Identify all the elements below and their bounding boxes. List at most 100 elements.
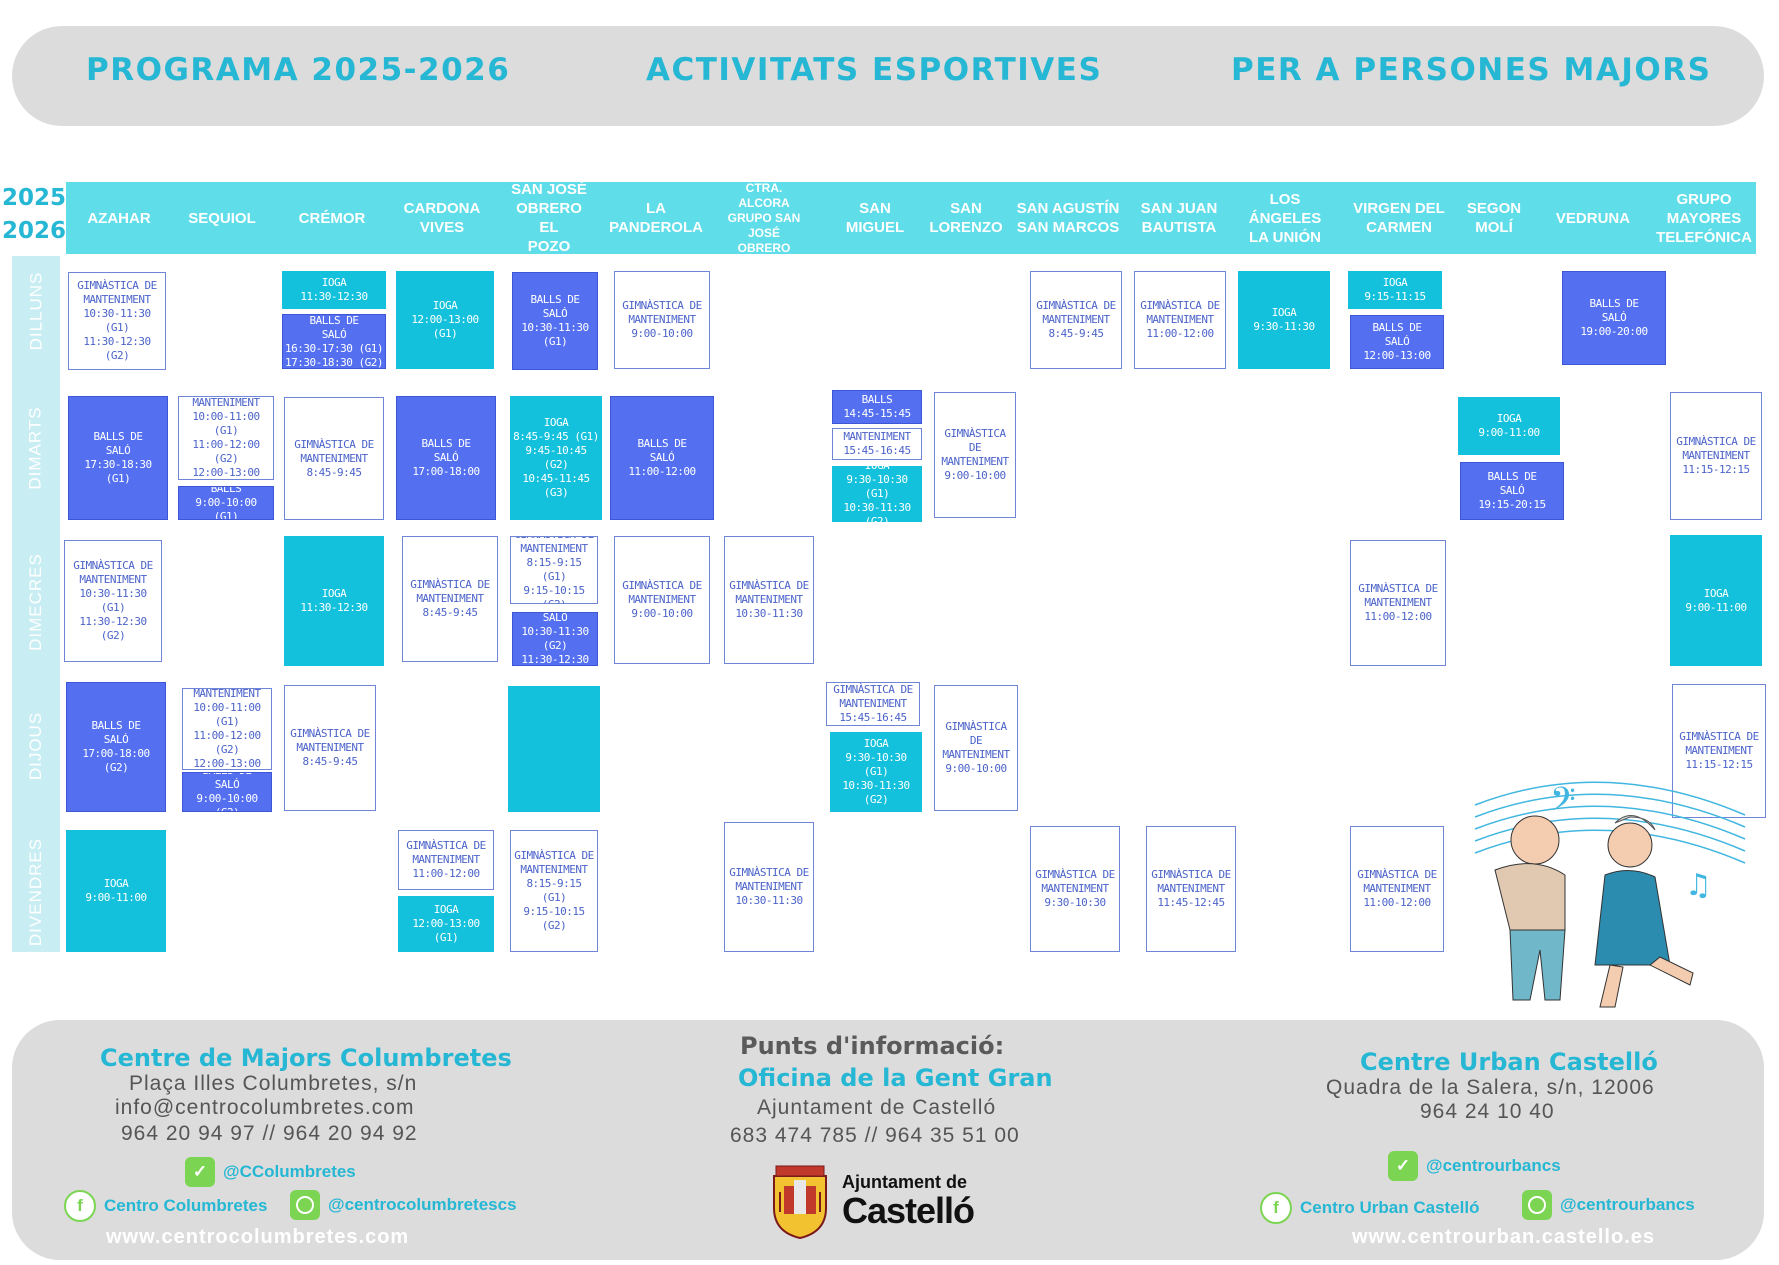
gimnastica-activity: GIMNÀSTICA DE MANTENIMENT 10:30-11:30 — [724, 536, 814, 664]
gimnastica-activity: GIMNÀSTICA DE MANTENIMENT 11:00-12:00 — [1350, 826, 1444, 952]
gimnastica-activity: GIMNÀSTICA DE MANTENIMENT 15:45-16:45 — [826, 682, 920, 726]
gimnastica-activity: GIMNÀSTICA DE MANTENIMENT 8:45-9:45 — [1030, 271, 1122, 369]
column-header: AZAHAR — [87, 209, 151, 227]
gimnastica-activity: GIMNÀSTICA DE MANTENIMENT 11:45-12:45 — [1146, 826, 1236, 952]
facebook-icon: f — [1260, 1192, 1292, 1224]
gimnastica-activity: GIMNÀSTICA DE MANTENIMENT 8:45-9:45 — [284, 685, 376, 811]
column-header: VIRGEN DEL CARMEN — [1353, 200, 1445, 236]
gimnastica-activity: GIMNÀSTICA DE MANTENIMENT 10:30-11:30 (G… — [68, 272, 166, 370]
gent-gran-office-title: Oficina de la Gent Gran — [738, 1064, 1053, 1092]
columbretes-instagram[interactable]: @centrocolumbretescs — [290, 1190, 517, 1220]
balls-activity: BALLS 14:45-15:45 — [832, 390, 922, 424]
column-header: SAN MIGUEL — [845, 200, 905, 236]
balls-activity: BALLS DE SALÓ 10:30-11:30 (G2) 11:30-12:… — [512, 612, 598, 666]
ioga-activity — [508, 686, 600, 812]
column-header: SAN AGUSTÍN SAN MARCOS — [1016, 200, 1120, 236]
column-header: SAN JUAN BAUTISTA — [1140, 200, 1218, 236]
column-header: CARDONA VIVES — [403, 200, 481, 236]
urban-facebook-name: Centro Urban Castelló — [1300, 1198, 1480, 1217]
columbretes-twitter-handle: @CColumbretes — [223, 1162, 356, 1181]
columbretes-website[interactable]: www.centrocolumbretes.com — [106, 1226, 410, 1248]
ioga-activity: IOGA 9:00-11:00 — [1458, 397, 1560, 455]
gimnastica-activity: GIMNÀSTICA DE MANTENIMENT 9:00-10:00 — [614, 271, 710, 369]
columbretes-instagram-handle: @centrocolumbretescs — [328, 1195, 517, 1214]
instagram-icon — [290, 1190, 320, 1220]
urban-facebook[interactable]: f Centro Urban Castelló — [1260, 1192, 1479, 1224]
day-label: DIJOUS — [12, 676, 60, 816]
gimnastica-activity: GIMNÀSTICA DE MANTENIMENT 10:00-11:00 (G… — [182, 688, 272, 770]
day-label-text: DIJOUS — [26, 711, 45, 781]
gimnastica-activity: GIMNÀSTICA DE MANTENIMENT 9:30-10:30 — [1030, 826, 1120, 952]
day-label-text: DIMECRES — [26, 553, 46, 651]
day-label: DIMECRES — [12, 532, 60, 672]
gimnastica-activity: GIMNÀSTICA DE MANTENIMENT 9:00-10:00 — [614, 536, 710, 664]
day-label-text: DIVENDRES — [26, 837, 45, 947]
gimnastica-activity: GIMNÀSTICA DE MANTENIMENT 11:00-12:00 — [1134, 271, 1226, 369]
header-banner: PROGRAMA 2025-2026 ACTIVITATS ESPORTIVES… — [12, 26, 1764, 126]
year-label: 2025 2026 — [2, 182, 67, 252]
balls-activity: BALLS DE SALÓ 16:30-17:30 (G1) 17:30-18:… — [282, 314, 386, 369]
balls-activity: BALLS DE SALÓ 17:00-18:00 — [396, 396, 496, 520]
column-header: SAN JOSÉ OBRERO EL POZO — [511, 181, 587, 255]
instagram-icon — [1522, 1190, 1552, 1220]
column-header: SEGON MOLÍ — [1466, 200, 1522, 236]
ioga-activity: IOGA 11:30-12:30 — [282, 271, 386, 309]
gimnastica-activity: GIMNÀSTICA DE MANTENIMENT 9:00-10:00 — [934, 392, 1016, 518]
gimnastica-activity: GIMNÀSTICA DE MANTENIMENT 11:15-12:15 — [1670, 392, 1762, 520]
balls-activity: BALLS DE SALÓ 9:00-10:00 (G2) — [182, 772, 272, 812]
column-header: LOS ÁNGELES LA UNIÓN — [1248, 190, 1322, 246]
urban-instagram[interactable]: @centrourbancs — [1522, 1190, 1695, 1220]
columbretes-address: Plaça Illes Columbretes, s/n — [129, 1072, 418, 1095]
ajuntament-name: Ajuntament de Castelló — [757, 1096, 997, 1119]
gimnastica-activity: GIMNÀSTICA DE MANTENIMENT 8:15-9:15 (G1)… — [510, 536, 598, 604]
urban-twitter-handle: @centrourbancs — [1426, 1156, 1561, 1175]
year-top: 2025 — [2, 185, 67, 211]
footer-panel — [12, 1020, 1764, 1260]
gimnastica-activity: GIMNÀSTICA DE MANTENIMENT 10:00-11:00 (G… — [178, 396, 274, 480]
ioga-activity: IOGA 9:30-11:30 — [1238, 271, 1330, 369]
ioga-activity: IOGA 9:15-11:15 — [1348, 271, 1442, 309]
info-points-heading: Punts d'informació: — [740, 1032, 1005, 1060]
ioga-activity: IOGA 9:30-10:30 (G1) 10:30-11:30 (G2) — [832, 466, 922, 522]
urban-title: Centre Urban Castelló — [1360, 1048, 1658, 1076]
urban-twitter[interactable]: ✓ @centrourbancs — [1388, 1151, 1561, 1181]
day-label: DILLUNS — [12, 258, 60, 364]
ajuntament-logo-small: Ajuntament de — [842, 1172, 968, 1192]
balls-activity: BALLS DE SALÓ 19:00-20:00 — [1562, 271, 1666, 365]
ioga-activity: IOGA 12:00-13:00 (G1) — [396, 271, 494, 369]
gimnastica-activity: GIMNÀSTICA DE MANTENIMENT 8:45-9:45 — [402, 536, 498, 662]
svg-text:♫: ♫ — [1685, 868, 1712, 903]
audience-title: PER A PERSONES MAJORS — [1231, 52, 1712, 88]
column-header: CRÉMOR — [298, 209, 366, 227]
gimnastica-activity: GIMNÀSTICA DE MANTENIMENT 10:30-11:30 (G… — [64, 540, 162, 662]
facebook-icon: f — [64, 1190, 96, 1222]
ioga-activity: IOGA 11:30-12:30 — [284, 536, 384, 666]
ioga-activity: IOGA 9:00-11:00 — [66, 830, 166, 952]
column-header: LA PANDEROLA — [609, 200, 703, 236]
gimnastica-activity: GIMNÀSTICA DE MANTENIMENT 11:00-12:00 — [1350, 540, 1446, 666]
gimnastica-activity: GIMNÀSTICA DE MANTENIMENT 8:45-9:45 — [284, 397, 384, 520]
urban-website[interactable]: www.centrourban.castello.es — [1352, 1226, 1656, 1248]
ioga-activity: IOGA 9:30-10:30 (G1) 10:30-11:30 (G2) — [830, 732, 922, 812]
column-header: GRUPO MAYORES TELEFÓNICA — [1656, 190, 1752, 246]
gimnastica-activity: GIMNÀSTICA DE MANTENIMENT 9:00-10:00 — [934, 685, 1018, 811]
year-bottom: 2026 — [2, 218, 67, 244]
program-title: PROGRAMA 2025-2026 — [86, 52, 511, 88]
day-label: DIVENDRES — [12, 828, 60, 956]
column-header: CTRA. ALCORA GRUPO SAN JOSÉ OBRERO — [727, 180, 801, 255]
column-header: SEQUIOL — [188, 209, 256, 227]
day-label-text: DIMARTS — [26, 406, 46, 490]
columbretes-email[interactable]: info@centrocolumbretes.com — [115, 1096, 415, 1119]
columbretes-twitter[interactable]: ✓ @CColumbretes — [185, 1157, 356, 1187]
balls-activity: BALLS DE SALÓ 19:15-20:15 — [1460, 462, 1564, 520]
day-label: DIMARTS — [12, 392, 60, 504]
twitter-icon: ✓ — [1388, 1151, 1418, 1181]
column-header-bar — [66, 182, 1756, 254]
columbretes-phones: 964 20 94 97 // 964 20 94 92 — [121, 1122, 418, 1145]
city-crest-icon — [773, 1165, 827, 1240]
urban-address: Quadra de la Salera, s/n, 12006 — [1326, 1076, 1655, 1099]
balls-activity: BALLS DE SALÓ 11:00-12:00 — [610, 396, 714, 520]
ajuntament-logo-big: Castelló — [842, 1190, 975, 1231]
columbretes-facebook[interactable]: f Centro Columbretes — [64, 1190, 267, 1222]
svg-text:𝄢: 𝄢 — [1550, 781, 1576, 827]
